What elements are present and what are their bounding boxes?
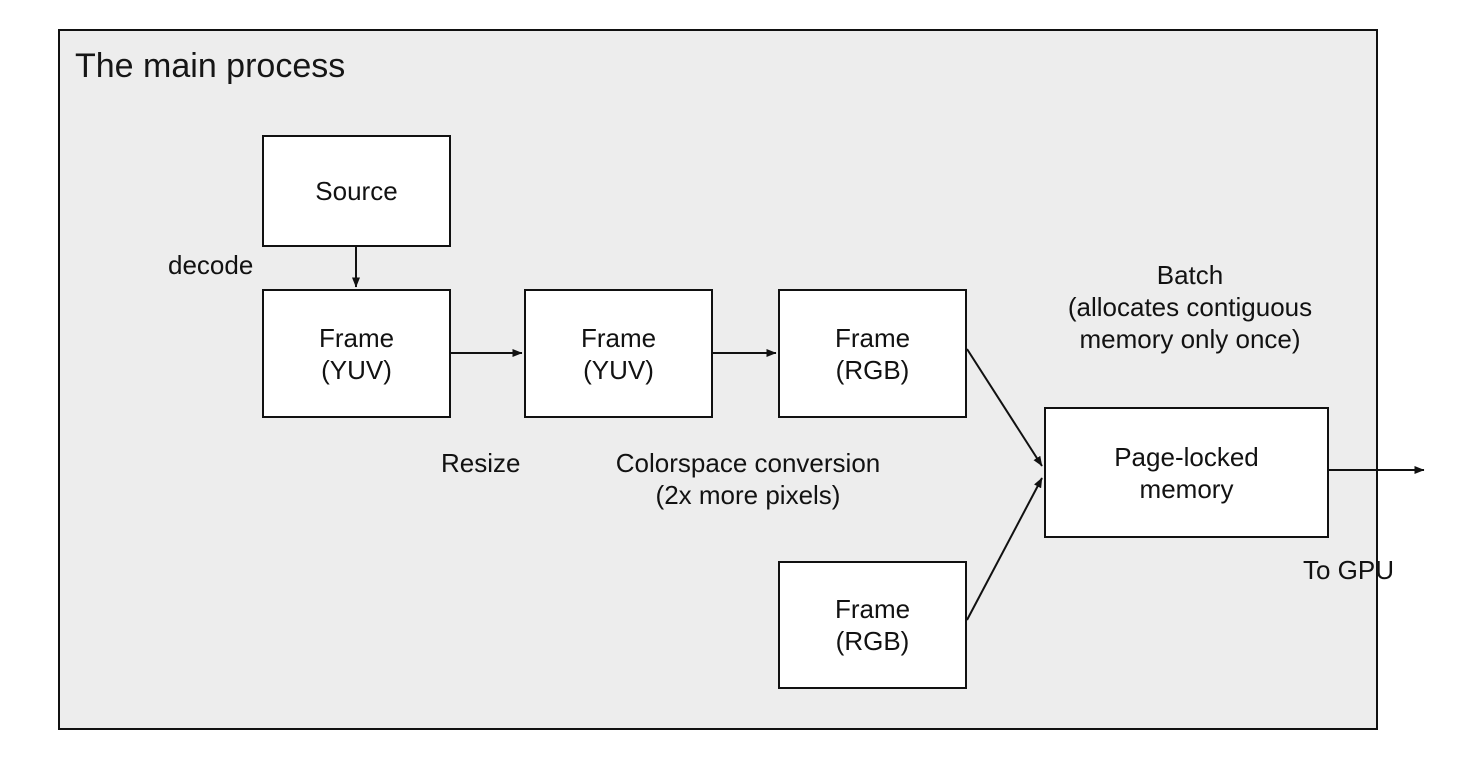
edge-label-batch-line3: memory only once) — [1079, 324, 1301, 354]
node-frame-yuv-1[interactable]: Frame (YUV) — [262, 289, 451, 418]
node-frame-rgb-bottom-label-line1: Frame — [834, 594, 911, 624]
edge-label-colorspace-line1: Colorspace conversion — [615, 448, 881, 478]
edge-label-colorspace: Colorspace conversion (2x more pixels) — [583, 447, 913, 511]
node-frame-yuv-1-label-line1: Frame — [318, 322, 395, 353]
edge-label-colorspace-line2: (2x more pixels) — [655, 480, 841, 510]
node-frame-rgb-top-label-line1: Frame — [834, 322, 911, 353]
edge-label-decode: decode — [168, 250, 254, 280]
node-frame-yuv-2[interactable]: Frame (YUV) — [524, 289, 713, 418]
node-frame-rgb-top-label-line2: (RGB) — [835, 354, 910, 385]
node-page-locked-memory-label-line2: memory — [1139, 473, 1234, 504]
edge-label-batch-line1: Batch — [1156, 260, 1224, 290]
node-frame-rgb-bottom[interactable]: Frame (RGB) — [778, 561, 967, 689]
main-process-container — [58, 29, 1378, 730]
node-frame-rgb-bottom-label-line2: (RGB) — [835, 626, 910, 656]
node-frame-yuv-1-label-line2: (YUV) — [321, 354, 392, 385]
edge-label-resize: Resize — [441, 448, 521, 478]
process-title: The main process — [75, 47, 346, 85]
node-frame-yuv-2-label-line1: Frame — [580, 322, 657, 353]
edge-label-to-gpu: To GPU — [1303, 555, 1395, 585]
node-frame-rgb-top[interactable]: Frame (RGB) — [778, 289, 967, 418]
node-page-locked-memory-label-line1: Page-locked — [1114, 441, 1259, 472]
node-page-locked-memory[interactable]: Page-locked memory — [1044, 407, 1329, 538]
node-frame-yuv-2-label-line2: (YUV) — [583, 354, 654, 385]
node-source-label-line1: Source — [315, 176, 398, 206]
node-source[interactable]: Source — [262, 135, 451, 247]
edge-label-batch-line2: (allocates contiguous — [1067, 292, 1313, 322]
edge-label-batch: Batch (allocates contiguous memory only … — [1020, 259, 1360, 355]
